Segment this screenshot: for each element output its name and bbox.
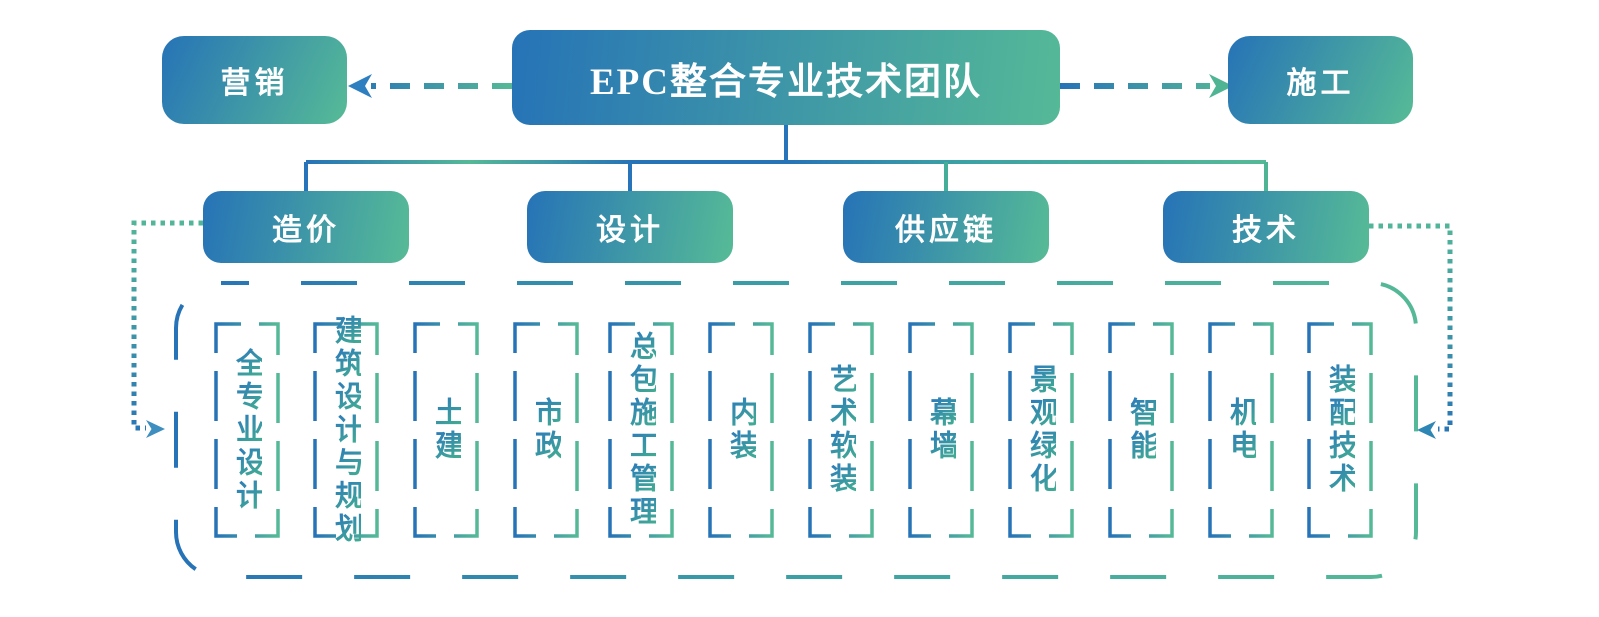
unit-label: 智能 xyxy=(1125,397,1158,463)
unit-label: 市政 xyxy=(530,397,563,463)
construction-arrow xyxy=(1060,74,1233,98)
node-marketing: 营销 xyxy=(162,36,347,124)
unit-borders xyxy=(214,322,1373,538)
tree-connectors xyxy=(304,125,1268,191)
node-construction-label: 施工 xyxy=(1286,67,1355,100)
node-tech-label: 技术 xyxy=(1232,214,1300,247)
node-marketing-label: 营销 xyxy=(220,67,289,100)
unit-label: 景观绿化 xyxy=(1025,364,1058,496)
node-design: 设计 xyxy=(527,191,733,263)
node-design-label: 设计 xyxy=(596,214,664,247)
node-supply-chain-label: 供应链 xyxy=(895,214,997,247)
unit-label: 总包施工管理 xyxy=(625,331,658,529)
right-loop-arrow xyxy=(1369,223,1453,439)
unit-box: 建筑设计与规划 xyxy=(315,315,377,546)
unit-label: 土建 xyxy=(430,397,463,463)
unit-box: 机电 xyxy=(1210,324,1272,536)
units-container-border xyxy=(174,281,1418,579)
unit-box: 幕墙 xyxy=(910,324,972,536)
node-cost: 造价 xyxy=(203,191,409,263)
unit-label: 艺术软装 xyxy=(825,364,858,496)
left-loop-arrow xyxy=(131,220,203,438)
unit-label: 装配技术 xyxy=(1324,364,1357,496)
unit-box: 智能 xyxy=(1110,324,1172,536)
node-tech: 技术 xyxy=(1163,191,1369,263)
unit-box: 内装 xyxy=(710,324,772,536)
construction-arrowhead-icon xyxy=(1209,74,1233,98)
unit-label: 幕墙 xyxy=(925,397,958,463)
right-loop-arrowhead-icon xyxy=(1417,421,1436,439)
marketing-arrowhead-icon xyxy=(348,74,372,98)
unit-box: 总包施工管理 xyxy=(610,324,672,536)
unit-box: 全专业设计 xyxy=(216,324,278,536)
node-supply-chain: 供应链 xyxy=(843,191,1049,263)
unit-box: 艺术软装 xyxy=(810,324,872,536)
node-construction: 施工 xyxy=(1228,36,1413,124)
unit-label: 全专业设计 xyxy=(231,347,264,513)
node-epc-team-label: EPC整合专业技术团队 xyxy=(590,61,982,103)
unit-box: 装配技术 xyxy=(1309,324,1371,536)
unit-label: 内装 xyxy=(725,397,758,463)
unit-label: 建筑设计与规划 xyxy=(330,314,363,546)
marketing-arrow xyxy=(348,74,512,98)
left-loop-arrowhead-icon xyxy=(146,420,165,438)
unit-box: 景观绿化 xyxy=(1010,324,1072,536)
unit-box: 市政 xyxy=(515,324,577,536)
unit-box: 土建 xyxy=(415,324,477,536)
node-cost-label: 造价 xyxy=(272,214,340,247)
node-epc-team: EPC整合专业技术团队 xyxy=(512,30,1060,125)
unit-label: 机电 xyxy=(1225,397,1258,463)
